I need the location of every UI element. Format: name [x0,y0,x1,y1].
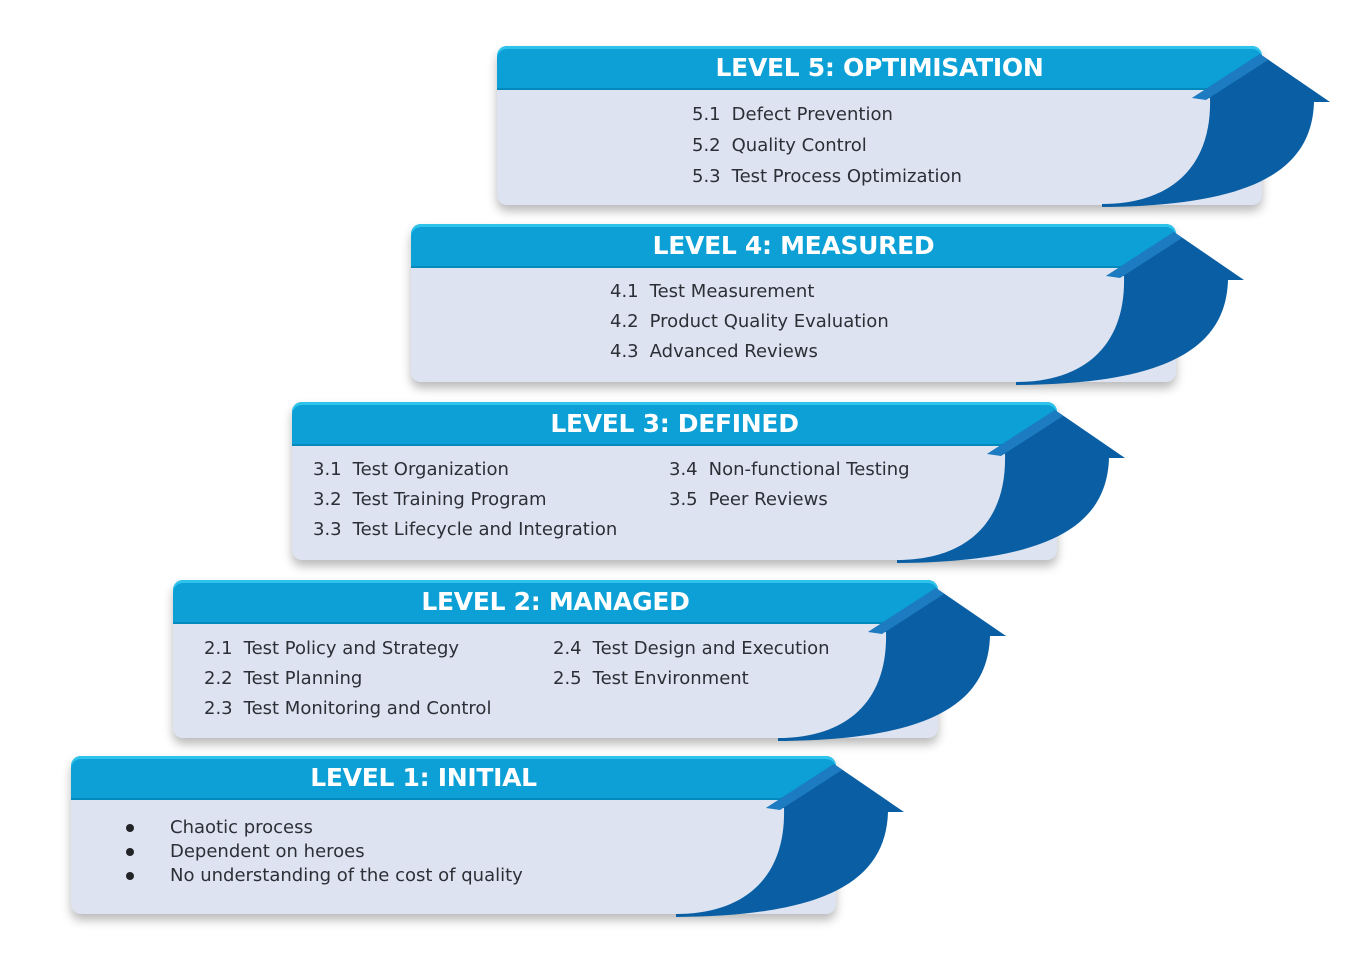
bullet-icon [126,824,134,832]
item-label: Quality Control [731,135,867,156]
level-2-title: LEVEL 2: MANAGED [421,587,690,616]
level-3-item-1: 3.1 Test Organization [313,459,509,481]
level-1-item-3: No understanding of the cost of quality [170,865,523,887]
level-4-item-2: 4.2 Product Quality Evaluation [610,311,889,333]
item-label: Test Monitoring and Control [243,698,492,719]
level-2-item-2: 2.2 Test Planning [204,668,362,690]
item-number: 5.3 [692,166,721,187]
item-label: Defect Prevention [731,104,893,125]
item-label: No understanding of the cost of quality [170,865,523,886]
item-label: Non-functional Testing [708,459,910,480]
item-number: 2.1 [204,638,233,659]
item-number: 3.4 [669,459,698,480]
level-5-card: LEVEL 5: OPTIMISATION 5.1 Defect Preventi… [497,46,1262,205]
level-1-card: LEVEL 1: INITIAL Chaotic process Depende… [71,756,836,914]
item-label: Peer Reviews [708,489,828,510]
level-1-title: LEVEL 1: INITIAL [310,763,537,792]
level-3-item-5: 3.5 Peer Reviews [669,489,828,511]
level-4-arrow-icon [1016,232,1244,385]
item-label: Test Planning [243,668,363,689]
level-4-item-1: 4.1 Test Measurement [610,281,814,303]
item-label: Product Quality Evaluation [649,311,889,332]
bullet-icon [126,848,134,856]
level-3-header [292,402,1057,446]
item-label: Advanced Reviews [649,341,818,362]
item-number: 2.5 [553,668,582,689]
bullet-icon [126,872,134,880]
level-5-header [497,46,1262,90]
item-label: Test Environment [592,668,749,689]
item-label: Test Process Optimization [731,166,962,187]
level-4-card: LEVEL 4: MEASURED 4.1 Test Measurement 4.… [411,224,1176,382]
item-label: Test Measurement [649,281,815,302]
level-4-title: LEVEL 4: MEASURED [652,231,935,260]
item-number: 4.1 [610,281,639,302]
item-number: 2.2 [204,668,233,689]
level-3-item-3: 3.3 Test Lifecycle and Integration [313,519,617,541]
item-number: 3.5 [669,489,698,510]
level-3-item-2: 3.2 Test Training Program [313,489,547,511]
level-1-item-2: Dependent on heroes [170,841,365,863]
item-number: 5.1 [692,104,721,125]
item-number: 4.2 [610,311,639,332]
level-5-item-1: 5.1 Defect Prevention [692,104,893,126]
level-2-arrow-icon [778,588,1006,741]
item-number: 3.1 [313,459,342,480]
level-3-title: LEVEL 3: DEFINED [550,409,799,438]
item-number: 3.2 [313,489,342,510]
level-2-item-4: 2.4 Test Design and Execution [553,638,830,660]
item-number: 5.2 [692,135,721,156]
item-label: Test Design and Execution [592,638,830,659]
level-2-item-3: 2.3 Test Monitoring and Control [204,698,491,720]
level-5-item-3: 5.3 Test Process Optimization [692,166,962,188]
level-1-header [71,756,836,800]
level-3-item-4: 3.4 Non-functional Testing [669,459,910,481]
level-3-card: LEVEL 3: DEFINED 3.1 Test Organization 3.… [292,402,1057,560]
item-label: Test Training Program [352,489,547,510]
item-label: Test Organization [352,459,509,480]
level-2-item-5: 2.5 Test Environment [553,668,749,690]
level-2-item-1: 2.1 Test Policy and Strategy [204,638,459,660]
item-number: 3.3 [313,519,342,540]
item-number: 4.3 [610,341,639,362]
level-4-item-3: 4.3 Advanced Reviews [610,341,818,363]
level-2-card: LEVEL 2: MANAGED 2.1 Test Policy and Stra… [173,580,938,738]
level-2-header [173,580,938,624]
item-label: Dependent on heroes [170,841,365,862]
item-label: Test Policy and Strategy [243,638,460,659]
level-5-arrow-icon [1102,54,1330,207]
item-number: 2.4 [553,638,582,659]
item-label: Chaotic process [170,817,313,838]
level-5-item-2: 5.2 Quality Control [692,135,867,157]
item-label: Test Lifecycle and Integration [352,519,618,540]
level-4-header [411,224,1176,268]
level-5-title: LEVEL 5: OPTIMISATION [715,53,1044,82]
item-number: 2.3 [204,698,233,719]
level-3-arrow-icon [897,410,1125,563]
level-1-arrow-icon [676,764,904,917]
level-1-item-1: Chaotic process [170,817,313,839]
